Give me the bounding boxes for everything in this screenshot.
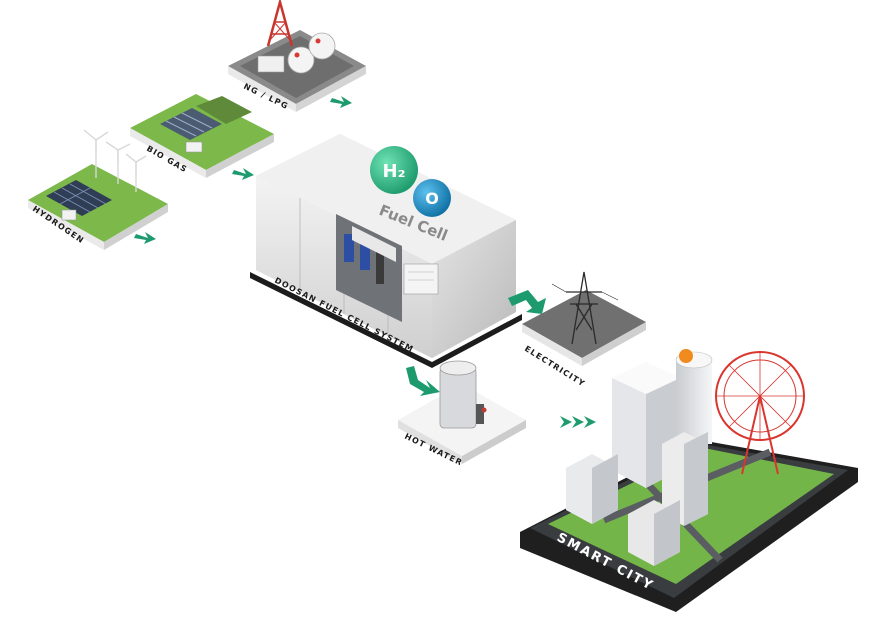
residential-building <box>566 454 618 524</box>
arrow-hot-water-icon <box>406 366 440 396</box>
greenhouse-icon <box>160 96 252 140</box>
bio-gas-tile <box>130 94 274 178</box>
water-tank-icon <box>439 360 487 429</box>
wind-turbine-icon <box>83 129 147 192</box>
arrow-electricity-icon <box>508 290 546 314</box>
h2-label: H₂ <box>383 161 406 182</box>
round-tower-building <box>675 349 713 444</box>
ng-lpg-tile <box>228 0 366 112</box>
h2-molecule-icon: H₂ <box>370 146 418 194</box>
ferris-wheel-icon <box>715 351 805 475</box>
fuel-cell-internal-cutaway <box>336 214 439 322</box>
city-buildings <box>566 349 713 566</box>
arrow-bio-gas-icon <box>232 168 254 180</box>
gas-storage-tank-icon <box>287 32 336 74</box>
hydrogen-tile <box>28 129 168 250</box>
fuel-cell-system-unit <box>250 134 522 368</box>
small-building <box>628 500 680 566</box>
transmission-tower-icon <box>551 271 619 345</box>
chevron-right-icon <box>560 416 596 428</box>
gas-derrick-icon <box>266 0 294 47</box>
o-molecule-icon: O <box>413 179 451 217</box>
hot-water-tile <box>398 360 526 464</box>
electricity-tile <box>522 271 646 366</box>
solar-panel-array-icon <box>46 180 112 216</box>
o-label: O <box>425 189 439 208</box>
arrow-hydrogen-icon <box>134 232 156 244</box>
midrise-building <box>662 432 708 526</box>
arrow-ng-lpg-icon <box>330 96 352 108</box>
